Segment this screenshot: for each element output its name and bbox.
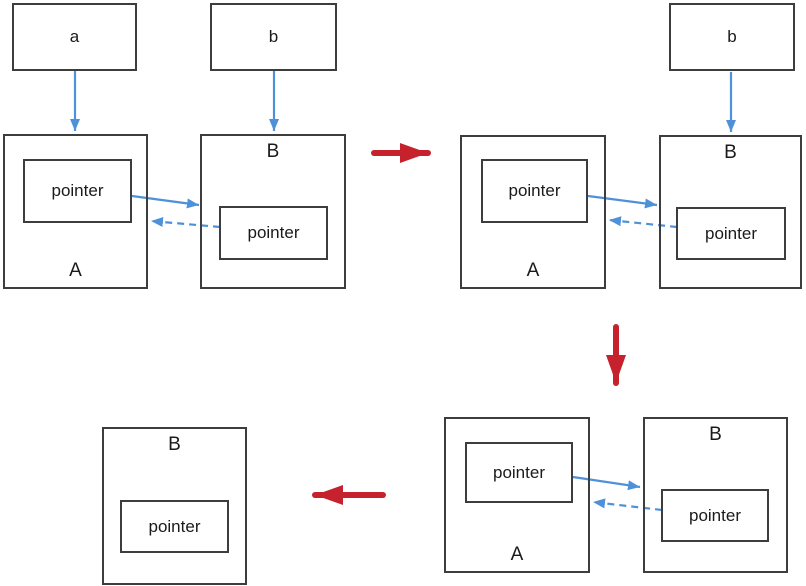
var-box-b-stage2: b	[669, 3, 795, 71]
object-box-A-stage2: pointer A	[460, 135, 606, 289]
object-box-A-stage1: pointer A	[3, 134, 148, 289]
var-label-b: b	[727, 27, 737, 46]
var-box-a: a	[12, 3, 137, 71]
object-label-B: B	[168, 434, 181, 455]
pointer-box-A-stage1: pointer	[23, 159, 132, 223]
object-box-B-stage1: B pointer	[200, 134, 346, 289]
var-label-a: a	[69, 27, 80, 46]
object-label-B: B	[709, 424, 722, 445]
pointer-box-B-stage1: pointer	[219, 206, 328, 260]
object-label-B: B	[266, 141, 280, 162]
pointer-box-A-stage2: pointer	[481, 159, 588, 223]
object-box-B-stage2: B pointer	[659, 135, 802, 289]
pointer-label: pointer	[51, 181, 104, 200]
pointer-box-B-stage2: pointer	[676, 207, 786, 260]
object-label-A: A	[526, 260, 540, 281]
var-label-b: b	[268, 27, 279, 46]
pointer-label: pointer	[493, 462, 545, 482]
pointer-label: pointer	[148, 516, 201, 536]
pointer-box-B-stage3: pointer	[661, 489, 769, 542]
pointer-label: pointer	[689, 505, 741, 525]
object-box-B-stage4: B pointer	[102, 427, 247, 585]
pointer-label: pointer	[705, 223, 757, 243]
object-label-A: A	[510, 544, 524, 565]
pointer-label: pointer	[247, 223, 300, 242]
object-box-B-stage3: B pointer	[643, 417, 788, 573]
var-box-b-stage1: b	[210, 3, 337, 71]
pointer-box-A-stage3: pointer	[465, 442, 573, 503]
pointer-label: pointer	[508, 181, 561, 200]
object-label-A: A	[69, 260, 82, 281]
object-label-B: B	[724, 142, 737, 163]
object-box-A-stage3: pointer A	[444, 417, 590, 573]
pointer-box-B-stage4: pointer	[120, 500, 229, 553]
